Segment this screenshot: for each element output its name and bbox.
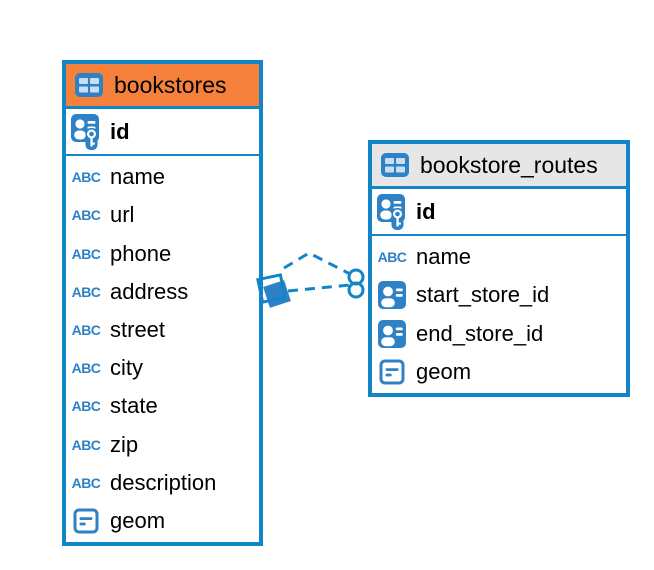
table-icon: [73, 73, 105, 97]
string-type-icon: ABC: [71, 169, 101, 186]
column-row-city[interactable]: ABC city: [66, 349, 259, 387]
geometry-type-icon: [70, 508, 102, 534]
column-row-geom[interactable]: geom: [66, 502, 259, 540]
column-name: state: [110, 393, 158, 419]
column-row-zip[interactable]: ABC zip: [66, 425, 259, 463]
geometry-type-icon: [376, 359, 408, 385]
table-title: bookstores: [114, 71, 227, 98]
column-list: ABC name ABC url ABC phone ABC address A…: [66, 156, 259, 542]
string-type-icon: ABC: [71, 436, 101, 453]
column-name: start_store_id: [416, 282, 550, 308]
column-name: end_store_id: [416, 320, 544, 346]
column-row-street[interactable]: ABC street: [66, 311, 259, 349]
relationship-target-anchor[interactable]: [347, 268, 365, 299]
string-type-icon: ABC: [71, 207, 101, 224]
string-type-icon: ABC: [71, 360, 101, 377]
column-row-geom[interactable]: geom: [372, 353, 626, 391]
column-row-id[interactable]: id: [372, 189, 626, 236]
column-name: geom: [110, 507, 166, 533]
string-type-icon: ABC: [377, 249, 407, 266]
column-row-phone[interactable]: ABC phone: [66, 234, 259, 272]
reference-type-icon: [376, 281, 408, 310]
column-name: address: [110, 278, 189, 304]
column-row-end-store-id[interactable]: end_store_id: [372, 315, 626, 353]
column-name: id: [110, 118, 130, 144]
column-name: id: [416, 198, 436, 224]
column-row-description[interactable]: ABC description: [66, 464, 259, 502]
relationship-line-end-store[interactable]: [287, 283, 351, 293]
column-name: description: [110, 469, 217, 495]
column-row-id[interactable]: id: [66, 109, 259, 156]
relationship-line-start-store[interactable]: [283, 251, 351, 276]
column-name: url: [110, 202, 135, 228]
string-type-icon: ABC: [71, 474, 101, 491]
primary-key-icon: [70, 113, 102, 150]
column-row-start-store-id[interactable]: start_store_id: [372, 276, 626, 314]
table-bookstore-routes-header[interactable]: bookstore_routes: [372, 144, 626, 189]
table-bookstore-routes[interactable]: bookstore_routes id ABC: [368, 140, 630, 397]
column-name: street: [110, 316, 166, 342]
table-bookstores[interactable]: bookstores id ABC na: [62, 60, 263, 546]
primary-key-icon: [376, 193, 408, 230]
reference-type-icon: [376, 319, 408, 348]
column-list: ABC name start_store_id: [372, 236, 626, 393]
column-row-address[interactable]: ABC address: [66, 273, 259, 311]
string-type-icon: ABC: [71, 245, 101, 262]
table-icon: [379, 153, 411, 177]
column-name: zip: [110, 431, 139, 457]
string-type-icon: ABC: [71, 398, 101, 415]
table-title: bookstore_routes: [420, 151, 598, 178]
column-row-name[interactable]: ABC name: [372, 238, 626, 276]
column-name: city: [110, 355, 143, 381]
table-bookstores-header[interactable]: bookstores: [66, 64, 259, 109]
column-row-name[interactable]: ABC name: [66, 158, 259, 196]
column-name: name: [110, 164, 166, 190]
column-row-url[interactable]: ABC url: [66, 196, 259, 234]
column-name: geom: [416, 358, 472, 384]
column-row-state[interactable]: ABC state: [66, 387, 259, 425]
string-type-icon: ABC: [71, 283, 101, 300]
column-name: phone: [110, 240, 172, 266]
column-name: name: [416, 244, 472, 270]
string-type-icon: ABC: [71, 321, 101, 338]
